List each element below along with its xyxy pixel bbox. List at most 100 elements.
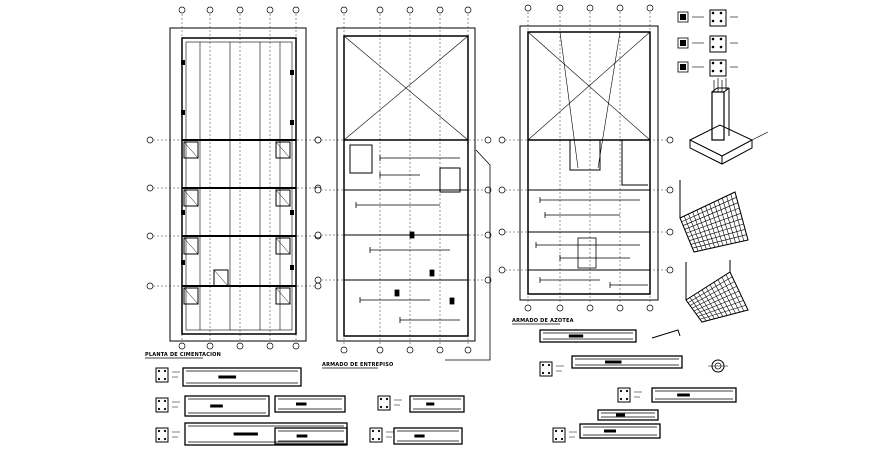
beam-label-mark xyxy=(568,334,584,338)
roof-reinforcement-title: ARMADO DE AZOTEA xyxy=(512,318,574,324)
rebar-mark xyxy=(394,289,400,297)
axis-marker xyxy=(146,184,154,192)
beam-label-mark xyxy=(233,432,258,436)
rebar-mark xyxy=(290,120,294,125)
beam-section xyxy=(539,361,553,377)
beam-section xyxy=(377,395,391,411)
axis-marker xyxy=(314,136,322,144)
column-footing xyxy=(183,141,199,159)
axis-marker xyxy=(616,4,624,12)
column-footing xyxy=(183,237,199,255)
column-section-icon xyxy=(677,11,689,23)
axis-marker xyxy=(484,231,492,239)
beam-label-mark xyxy=(414,434,425,438)
column-footing xyxy=(275,287,291,305)
footing-isometric xyxy=(688,78,769,165)
beam-section xyxy=(155,397,169,413)
axis-marker xyxy=(484,276,492,284)
beam-elevation xyxy=(579,423,661,439)
column-details xyxy=(677,9,769,323)
beam-elevation xyxy=(651,387,737,403)
rebar-mark xyxy=(181,60,185,65)
beam-label-mark xyxy=(296,402,307,406)
axis-marker xyxy=(236,6,244,14)
column-footing xyxy=(183,189,199,207)
beam-label-mark xyxy=(296,434,308,438)
axis-marker xyxy=(524,304,532,312)
axis-marker xyxy=(314,186,322,194)
column-section-icon xyxy=(709,59,727,77)
beam-section xyxy=(552,427,566,443)
beam-label-mark xyxy=(426,402,435,406)
axis-marker xyxy=(376,346,384,354)
axis-marker xyxy=(498,266,506,274)
axis-marker xyxy=(146,136,154,144)
axis-marker xyxy=(236,342,244,350)
axis-marker xyxy=(206,342,214,350)
column-section-icon xyxy=(677,61,689,73)
axis-marker xyxy=(666,266,674,274)
beam-section xyxy=(617,387,631,403)
beam-section xyxy=(369,427,383,443)
axis-marker xyxy=(436,6,444,14)
axis-marker xyxy=(376,6,384,14)
beam-label-mark xyxy=(604,429,616,433)
mezzanine-reinforcement-title: ARMADO DE ENTREPISO xyxy=(322,362,393,368)
beam-section xyxy=(155,367,169,383)
axis-marker xyxy=(498,186,506,194)
beam-elevation xyxy=(182,367,302,387)
axis-marker xyxy=(314,231,322,239)
axis-marker xyxy=(524,4,532,12)
beam-label-mark xyxy=(677,393,690,397)
axis-marker xyxy=(666,228,674,236)
axis-marker xyxy=(266,6,274,14)
rebar-mark xyxy=(181,260,185,265)
axis-marker xyxy=(146,282,154,290)
beam-details xyxy=(155,329,737,446)
beam-elevation xyxy=(539,329,637,343)
axis-marker xyxy=(340,346,348,354)
axis-marker xyxy=(178,342,186,350)
axis-marker xyxy=(406,6,414,14)
axis-marker xyxy=(436,346,444,354)
column-section-icon xyxy=(709,35,727,53)
axis-marker xyxy=(406,346,414,354)
column-footing xyxy=(275,189,291,207)
axis-marker xyxy=(586,4,594,12)
bar-hook-detail xyxy=(651,329,681,339)
column-footing xyxy=(183,287,199,305)
beam-label-mark xyxy=(218,375,237,379)
axis-marker xyxy=(292,6,300,14)
beam-elevation xyxy=(597,409,659,421)
bar-section-circle xyxy=(708,359,728,373)
beam-elevation xyxy=(571,355,683,369)
roof-plan xyxy=(498,4,674,312)
axis-marker xyxy=(340,6,348,14)
axis-marker xyxy=(666,136,674,144)
axis-marker xyxy=(666,186,674,194)
foundation-plan-title: PLANTA DE CIMENTACION xyxy=(145,352,221,358)
axis-marker xyxy=(556,4,564,12)
beam-label-mark xyxy=(616,413,625,417)
rebar-mark xyxy=(449,297,455,305)
axis-marker xyxy=(464,346,472,354)
rebar-mark xyxy=(290,265,294,270)
axis-marker xyxy=(178,6,186,14)
rebar-mark xyxy=(181,110,185,115)
axis-marker xyxy=(646,304,654,312)
beam-elevation xyxy=(274,427,348,445)
axis-marker xyxy=(556,304,564,312)
mezzanine-plan xyxy=(314,6,492,361)
axis-marker xyxy=(464,6,472,14)
axis-marker xyxy=(498,136,506,144)
column-footing xyxy=(275,237,291,255)
beam-label-mark xyxy=(605,360,622,364)
rebar-mark xyxy=(290,70,294,75)
foundation-plan xyxy=(146,6,322,350)
rebar-mark xyxy=(290,210,294,215)
axis-marker xyxy=(484,186,492,194)
axis-marker xyxy=(266,342,274,350)
axis-marker xyxy=(616,304,624,312)
axis-marker xyxy=(146,232,154,240)
